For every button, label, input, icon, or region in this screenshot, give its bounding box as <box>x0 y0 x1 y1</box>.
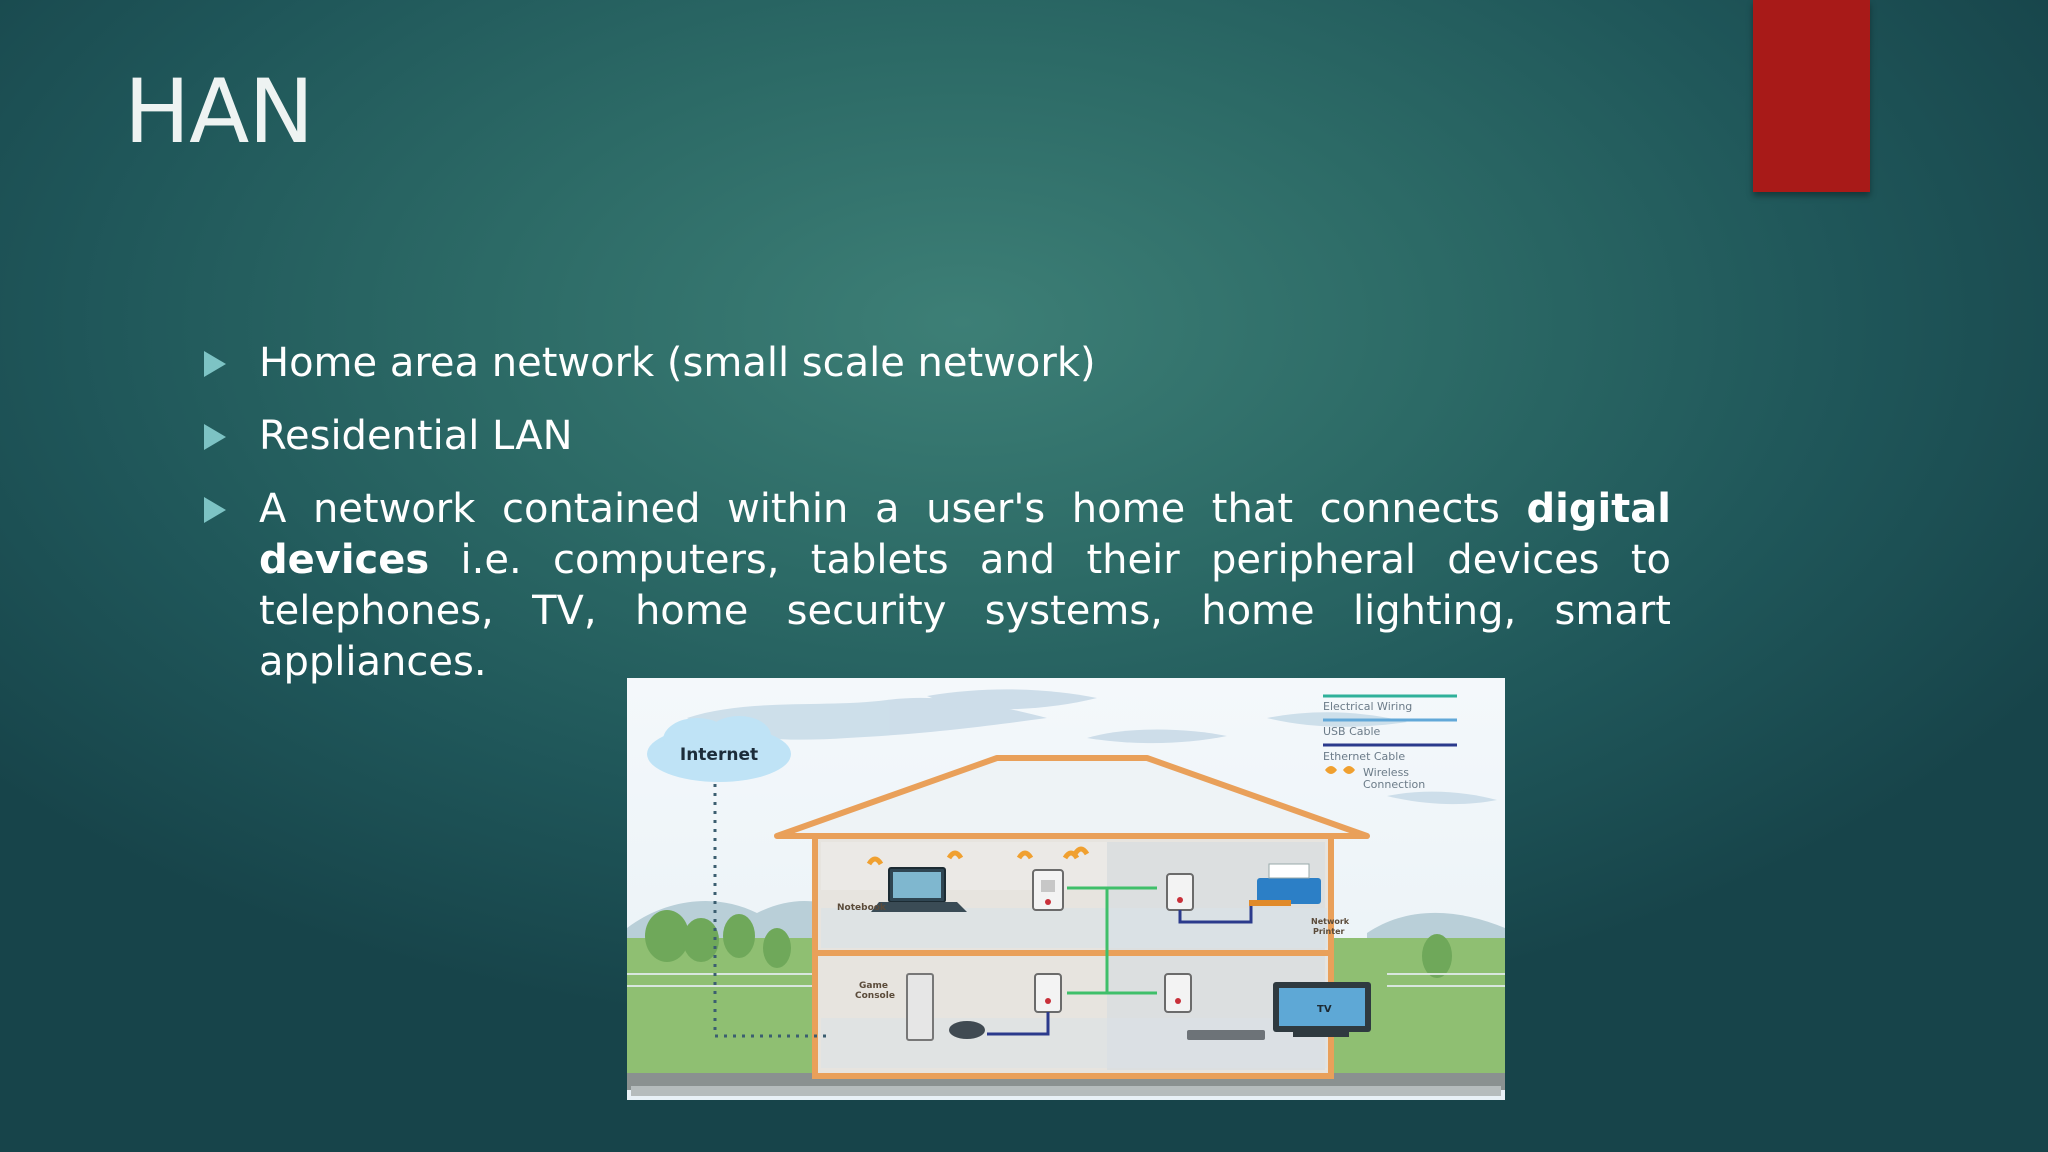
trees <box>645 910 1452 978</box>
game-console-label-1: Game <box>859 981 888 991</box>
legend-wireless-2: Connection <box>1363 778 1425 791</box>
bullet-text-end: i.e. computers, tablets and their periph… <box>259 537 1671 685</box>
internet-label: Internet <box>680 745 758 765</box>
bullet-text-start: A network contained within a user's home… <box>259 486 1527 532</box>
router-icon <box>1016 846 1090 911</box>
game-console-icon <box>906 973 985 1041</box>
diagram-illustration: Internet Electrical Wiring USB Cable Eth… <box>627 678 1505 1100</box>
legend-usb: USB Cable <box>1323 725 1381 738</box>
triangle-bullet-icon <box>204 424 226 450</box>
tv-icon: TV <box>1273 982 1371 1037</box>
bullet-item: Home area network (small scale network) <box>201 338 1671 389</box>
printer-label-2: Printer <box>1313 927 1344 936</box>
triangle-bullet-icon <box>204 497 226 523</box>
slide-title: HAN <box>124 60 314 163</box>
legend-wireless-1: Wireless <box>1363 766 1409 779</box>
notebook-label: Notebook <box>837 903 887 913</box>
bullet-item: Residential LAN <box>201 411 1671 462</box>
printer-label-1: Network <box>1311 917 1350 926</box>
home-network-diagram: Internet Electrical Wiring USB Cable Eth… <box>627 678 1505 1100</box>
powerline-connections <box>1067 886 1157 995</box>
game-console-label-2: Console <box>855 991 895 1001</box>
bullet-list: Home area network (small scale network) … <box>201 338 1671 710</box>
legend-electrical: Electrical Wiring <box>1323 700 1412 713</box>
bullet-text: Home area network (small scale network) <box>259 340 1096 386</box>
bullet-text: Residential LAN <box>259 413 573 459</box>
tv-label: TV <box>1317 1004 1332 1015</box>
accent-tab <box>1753 0 1870 192</box>
internet-line <box>713 784 827 1038</box>
bullet-text-bold: digital devices <box>259 486 1671 583</box>
bullet-item: A network contained within a user's home… <box>201 484 1671 688</box>
triangle-bullet-icon <box>204 351 226 377</box>
wireless-icon <box>1325 766 1337 774</box>
adapter-downstairs-right-icon <box>1164 973 1192 1013</box>
legend-ethernet: Ethernet Cable <box>1323 750 1405 763</box>
notebook-icon <box>866 850 967 912</box>
adapter-icon <box>1166 873 1194 911</box>
printer-icon <box>1249 863 1321 906</box>
sky-clouds <box>687 689 1497 805</box>
legend: Electrical Wiring USB Cable Ethernet Cab… <box>1323 694 1457 791</box>
internet-cloud: Internet <box>647 716 791 782</box>
adapter-downstairs-left-icon <box>1034 973 1062 1013</box>
set-top-box-icon <box>1187 1030 1265 1040</box>
